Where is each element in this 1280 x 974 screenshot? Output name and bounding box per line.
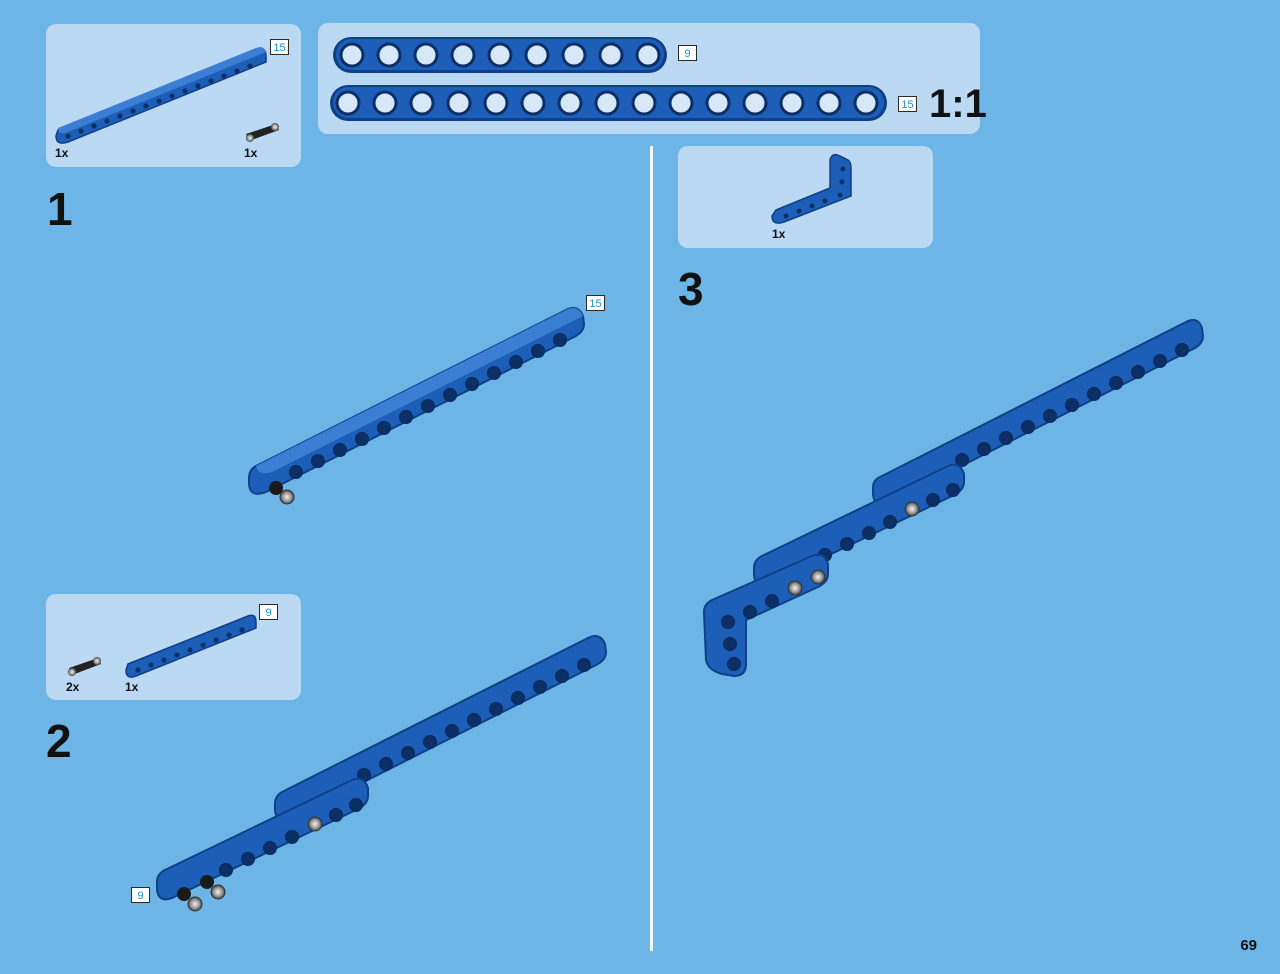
step-2-part-2-qty: 1x <box>125 680 139 694</box>
ruler-beam-15-icon <box>330 85 887 121</box>
beam-15-icon <box>55 47 267 144</box>
parts-panel-step-3 <box>678 146 933 248</box>
step-1-callout-label: 15 <box>586 295 605 311</box>
beam-9-icon <box>125 614 257 678</box>
step-1-assembly <box>248 307 586 505</box>
ruler-beam-9-icon <box>333 37 667 73</box>
connector-pin-icon <box>246 123 279 142</box>
step-3-assembly <box>702 319 1205 678</box>
ruler-label-15: 15 <box>898 96 917 112</box>
step-1-part-length-label: 15 <box>270 39 289 55</box>
step-3-part-1-qty: 1x <box>772 227 786 241</box>
ruler-label-9: 9 <box>678 45 697 61</box>
connector-pin-icon-step-2 <box>68 657 101 676</box>
step-2-part-length-label: 9 <box>259 604 278 620</box>
angled-beam-icon <box>771 153 852 224</box>
step-3-number: 3 <box>678 263 704 315</box>
scale-label: 1:1 <box>929 82 987 126</box>
page-number: 69 <box>1240 937 1257 954</box>
step-2-part-1-qty: 2x <box>66 680 80 694</box>
step-1-part-2-qty: 1x <box>244 146 258 160</box>
step-1-number: 1 <box>47 183 73 235</box>
step-2-number: 2 <box>46 715 72 767</box>
step-2-assembly <box>156 635 608 912</box>
step-2-callout-label: 9 <box>131 887 150 903</box>
step-1-part-1-qty: 1x <box>55 146 69 160</box>
column-divider <box>650 146 653 951</box>
